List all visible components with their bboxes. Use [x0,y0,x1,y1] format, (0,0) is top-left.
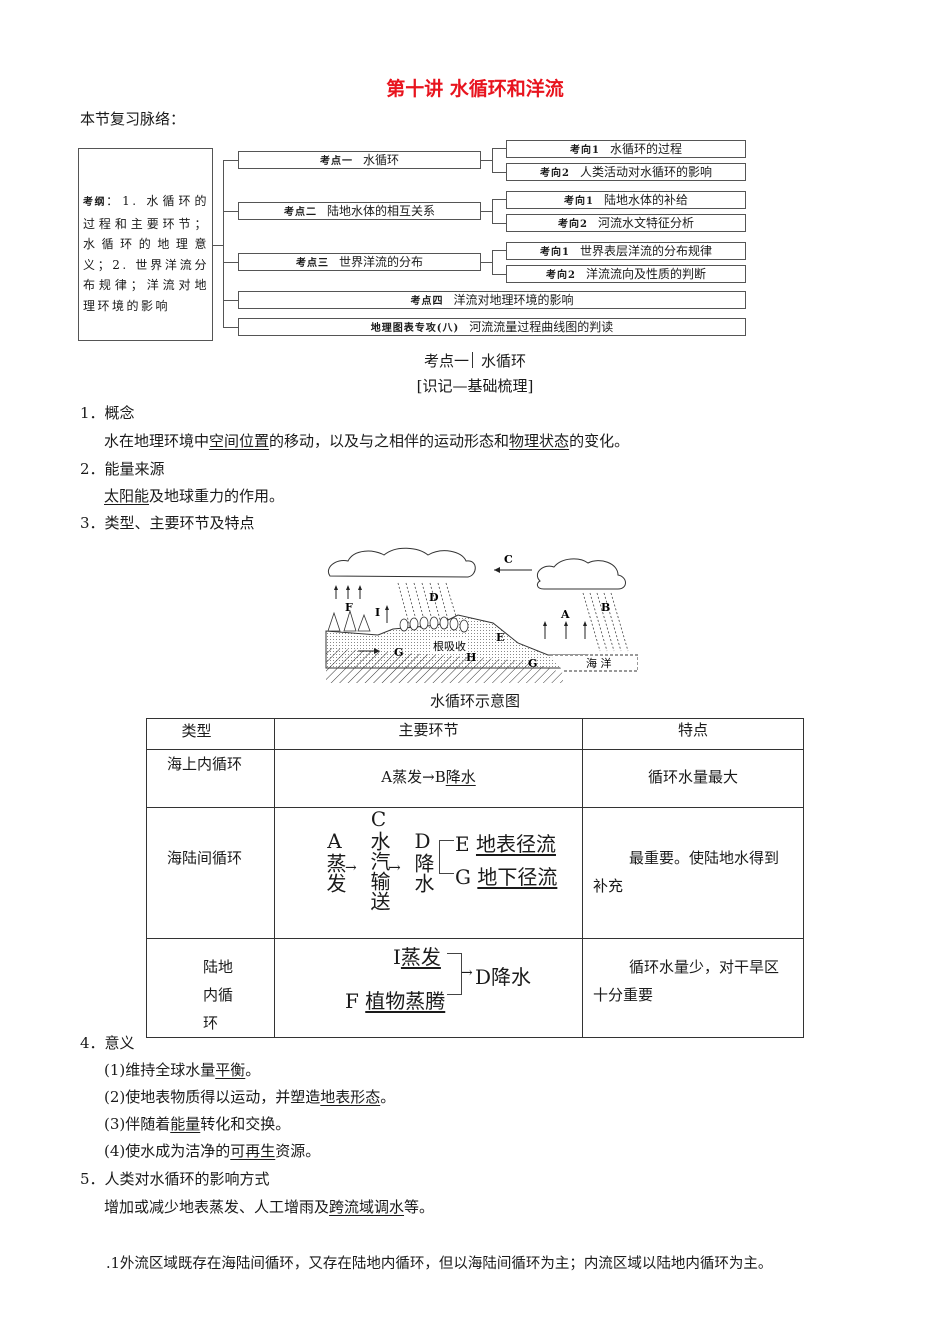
syllabus-box: 考纲：1. 水循环的过程和主要环节；水循环的地理意义；2. 世界洋流分布规律；洋… [78,148,213,341]
header-process: 主要环节 [274,718,583,750]
item-3-title: 3．类型、主要环节及特点 [80,514,255,532]
svg-text:H: H [466,651,476,664]
significance-1: (1)维持全球水量平衡。 [104,1061,261,1079]
svg-text:D: D [429,591,439,604]
svg-text:I: I [375,606,380,619]
outline-special-topic: 地理图表专攻(八)河流流量过程曲线图的判读 [238,318,746,336]
row-type-cell: 海上内循环 [146,749,275,808]
significance-2: (2)使地表物质得以运动，并塑造地表形态。 [104,1088,396,1106]
table-row: 海上内循环 A蒸发→B降水 循环水量最大 [146,749,804,808]
syllabus-key: 考纲 [83,197,107,208]
svg-text:F: F [345,601,353,614]
header-feature: 特点 [582,718,804,750]
row-feature-cell: 循环水量少，对干旱区十分重要 [582,938,804,1038]
review-outline-label: 本节复习脉络： [80,110,186,128]
item-4-title: 4．意义 [80,1034,135,1052]
human-impact-text: 增加或减少地表蒸发、人工增雨及跨流域调水等。 [104,1198,435,1216]
item-5-title: 5．人类对水循环的影响方式 [80,1170,270,1188]
item-2-title: 2．能量来源 [80,460,165,478]
water-cycle-figure: C F I D A B E G G H 根吸收 海 洋 [325,547,638,683]
row-type-cell: 海陆间循环 [146,807,275,939]
svg-text:B: B [601,601,610,614]
row-type-cell: 陆地内循环 [146,938,275,1038]
significance-4: (4)使水成为洁净的可再生资源。 [104,1142,321,1160]
outline-point-2: 考点二陆地水体的相互关系 [238,202,481,220]
section-heading: 考点一水循环 [423,352,527,370]
header-type: 类型 [146,718,275,750]
svg-text:根吸收: 根吸收 [433,639,466,653]
syllabus-text: ：1. 水循环的过程和主要环节；水循环的地理意义；2. 世界洋流分布规律；洋流对… [83,194,210,313]
svg-text:G: G [528,657,537,670]
outline-point-1: 考点一水循环 [238,151,481,169]
svg-text:A: A [560,608,570,621]
section-subheading: [识记—基础梳理] [416,377,534,395]
item-1-text: 水在地理环境中空间位置的移动，以及与之相伴的运动形态和物理状态的变化。 [104,432,630,450]
svg-text:海 洋: 海 洋 [586,656,612,670]
table-row: 陆地内循环 I蒸发 F 植物蒸腾 → D降水 循环水量少，对干旱区十分重要 [146,938,804,1038]
item-2-text: 太阳能及地球重力的作用。 [104,487,285,505]
row-process-cell: A蒸发→B降水 [274,749,583,808]
row-feature-cell: 循环水量最大 [582,749,804,808]
footnote-marker: 1 [110,1256,120,1272]
footnote: .1外流区域既存在海陆间循环，又存在陆地内循环，但以海陆间循环为主；内流区域以陆… [106,1256,773,1272]
significance-3: (3)伴随着能量转化和交换。 [104,1115,291,1133]
row-feature-cell: 最重要。使陆地水得到补充 [582,807,804,939]
outline-point-4: 考点四洋流对地理环境的影响 [238,291,746,309]
svg-text:E: E [496,631,504,644]
svg-text:C: C [504,553,513,566]
figure-caption: 水循环示意图 [429,692,520,710]
outline-point-3: 考点三世界洋流的分布 [238,253,481,271]
page-title: 第十讲 水循环和洋流 [386,78,564,100]
item-1-title: 1．概念 [80,404,135,422]
row-process-cell: I蒸发 F 植物蒸腾 → D降水 [274,938,583,1038]
svg-text:G: G [394,646,403,659]
